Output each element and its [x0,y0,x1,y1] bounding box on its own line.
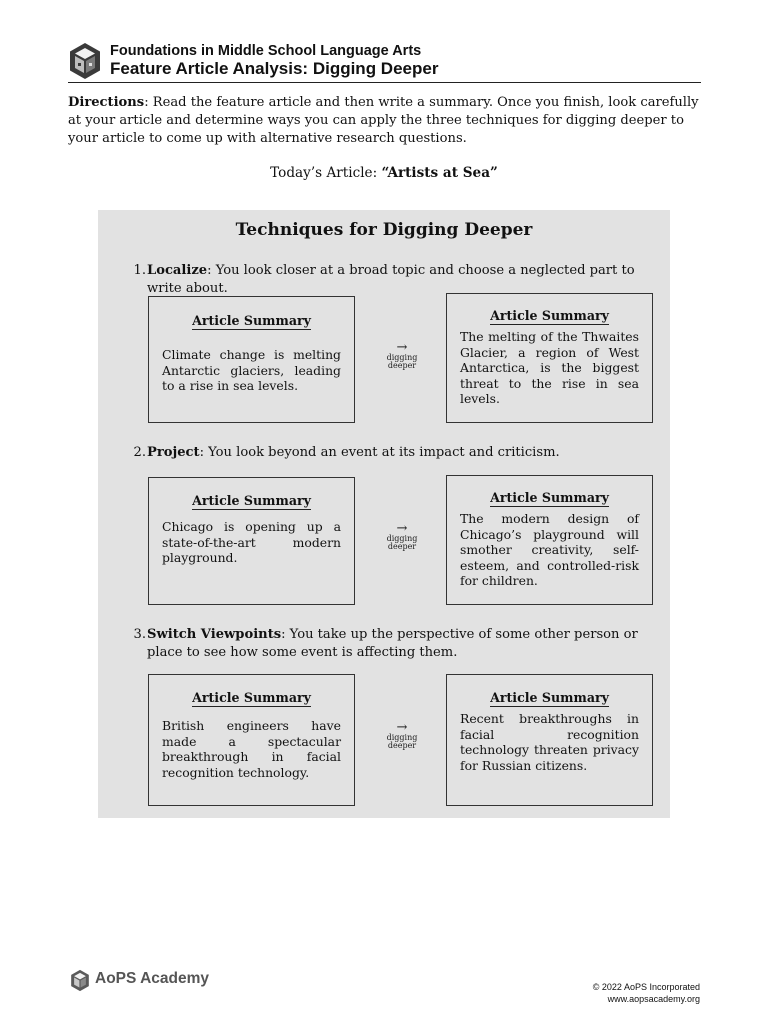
technique-number: 3. [133,627,147,642]
aops-footer-logo-icon [71,969,89,992]
technique-project: 2. Project: You look beyond an event at … [126,444,662,462]
right-arrow-icon: → [396,340,408,355]
card-text: Chicago is opening up a state-of-the-art… [162,519,341,566]
technique-switch-viewpoints: 3. Switch Viewpoints: You take up the pe… [126,626,662,662]
summary-card-deeper: Article Summary The modern design of Chi… [446,475,653,605]
arrow-label-digging: digging [386,353,418,362]
technique-name: Localize [147,263,208,278]
copyright-text: © 2022 AoPS Incorporated [592,982,700,992]
card-text: The melting of the Thwaites Glacier, a r… [460,329,639,407]
technique-description: : You look closer at a broad topic and c… [147,263,635,296]
card-text: Recent breakthroughs in facial recogniti… [460,711,639,773]
arrow-label-deeper: deeper [387,361,417,370]
brand-name: AoPS Academy [95,970,209,987]
card-text: The modern design of Chicago’s playgroun… [460,511,639,589]
arrow-label-digging: digging [386,534,418,543]
summary-card-deeper: Article Summary The melting of the Thwai… [446,293,653,423]
summary-card-original: Article Summary British engineers have m… [148,674,355,806]
arrow-label-digging: digging [386,733,418,742]
right-arrow-icon: → [396,521,408,536]
card-text: British engineers have made a spectacula… [162,718,341,780]
aops-logo-icon [70,43,100,79]
todays-article: Today’s Article: “Artists at Sea” [0,163,768,183]
todays-article-title: “Artists at Sea” [381,165,498,181]
card-heading: Article Summary [490,690,609,707]
summary-card-original: Article Summary Chicago is opening up a … [148,477,355,605]
arrow-label-deeper: deeper [387,741,417,750]
course-name: Foundations in Middle School Language Ar… [110,43,422,59]
directions-label: Directions [68,95,145,110]
directions-paragraph: Directions: Read the feature article and… [68,94,704,148]
page-title: Feature Article Analysis: Digging Deeper [110,59,439,78]
card-heading: Article Summary [192,690,311,707]
right-arrow-icon: → [396,720,408,735]
digging-deeper-arrow: → digging deeper [380,340,424,370]
copyright-block: © 2022 AoPS Incorporated www.aopsacademy… [593,981,700,1005]
panel-title: Techniques for Digging Deeper [235,220,533,240]
card-heading: Article Summary [490,308,609,325]
page-header: Foundations in Middle School Language Ar… [68,40,701,82]
technique-number: 2. [133,445,147,460]
arrow-label-deeper: deeper [387,542,417,551]
technique-description: : You look beyond an event at its impact… [199,445,560,460]
card-heading: Article Summary [490,490,609,507]
technique-name: Project [147,445,200,460]
digging-deeper-arrow: → digging deeper [380,521,424,551]
card-heading: Article Summary [192,493,311,510]
todays-article-label: Today’s Article: [270,165,382,181]
technique-description: : You take up the perspective of some ot… [147,627,638,660]
technique-localize: 1. Localize: You look closer at a broad … [126,262,662,298]
summary-card-original: Article Summary Climate change is meltin… [148,296,355,423]
website-text: www.aopsacademy.org [607,994,700,1004]
header-divider [68,82,701,83]
summary-card-deeper: Article Summary Recent breakthroughs in … [446,674,653,806]
directions-text: : Read the feature article and then writ… [68,95,699,146]
digging-deeper-arrow: → digging deeper [380,720,424,750]
technique-name: Switch Viewpoints [147,627,282,642]
card-text: Climate change is melting Antarctic glac… [162,347,341,394]
card-heading: Article Summary [192,313,311,330]
technique-number: 1. [133,263,147,278]
